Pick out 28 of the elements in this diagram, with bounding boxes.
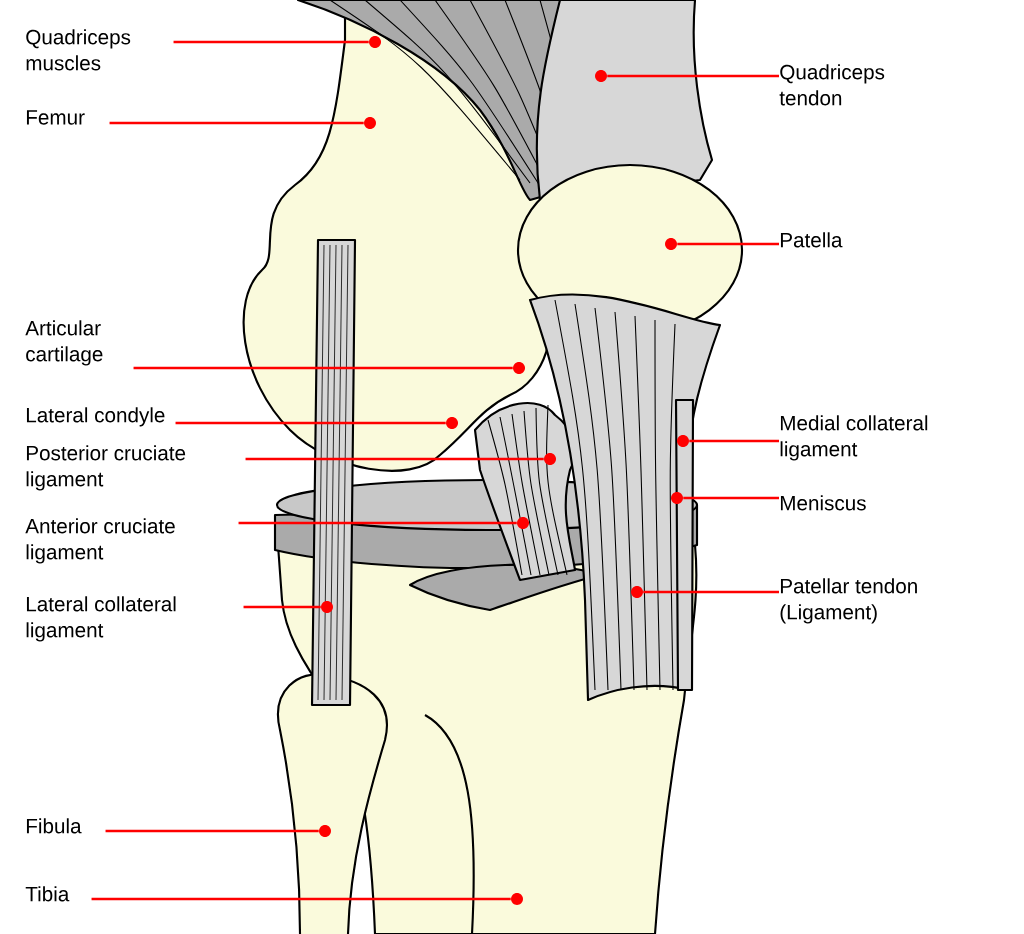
- part-label: Lateral collateral ligament: [26, 596, 176, 642]
- leader-line: [238, 521, 517, 525]
- leader-line: [109, 121, 364, 125]
- leader-line: [689, 439, 779, 443]
- leader-line: [173, 40, 369, 44]
- leader-line: [683, 496, 779, 500]
- leader-line: [607, 74, 779, 78]
- part-label: Anterior cruciate ligament: [25, 518, 175, 564]
- leader-line: [105, 829, 319, 833]
- part-label: Meniscus: [780, 495, 866, 511]
- part-label: Quadriceps tendon: [779, 64, 885, 106]
- part-label: Femur: [26, 110, 85, 125]
- part-label: Articular cartilage: [25, 320, 103, 366]
- part-label: Patella: [780, 232, 843, 248]
- leader-line: [643, 590, 779, 594]
- part-label: Fibula: [26, 818, 82, 834]
- part-label: Medial collateral ligament: [780, 415, 928, 461]
- leader-line: [133, 366, 513, 370]
- part-label: Posterior cruciate ligament: [26, 445, 186, 491]
- leader-line: [91, 897, 511, 901]
- part-label: Quadriceps muscles: [26, 29, 131, 71]
- leader-line: [175, 421, 446, 425]
- part-label: Tibia: [25, 886, 70, 902]
- leader-line: [245, 457, 544, 461]
- part-label: Patellar tendon (Ligament): [780, 578, 917, 624]
- part-label: Lateral condyle: [26, 407, 165, 427]
- leader-line: [677, 242, 779, 246]
- leader-line: [243, 605, 321, 609]
